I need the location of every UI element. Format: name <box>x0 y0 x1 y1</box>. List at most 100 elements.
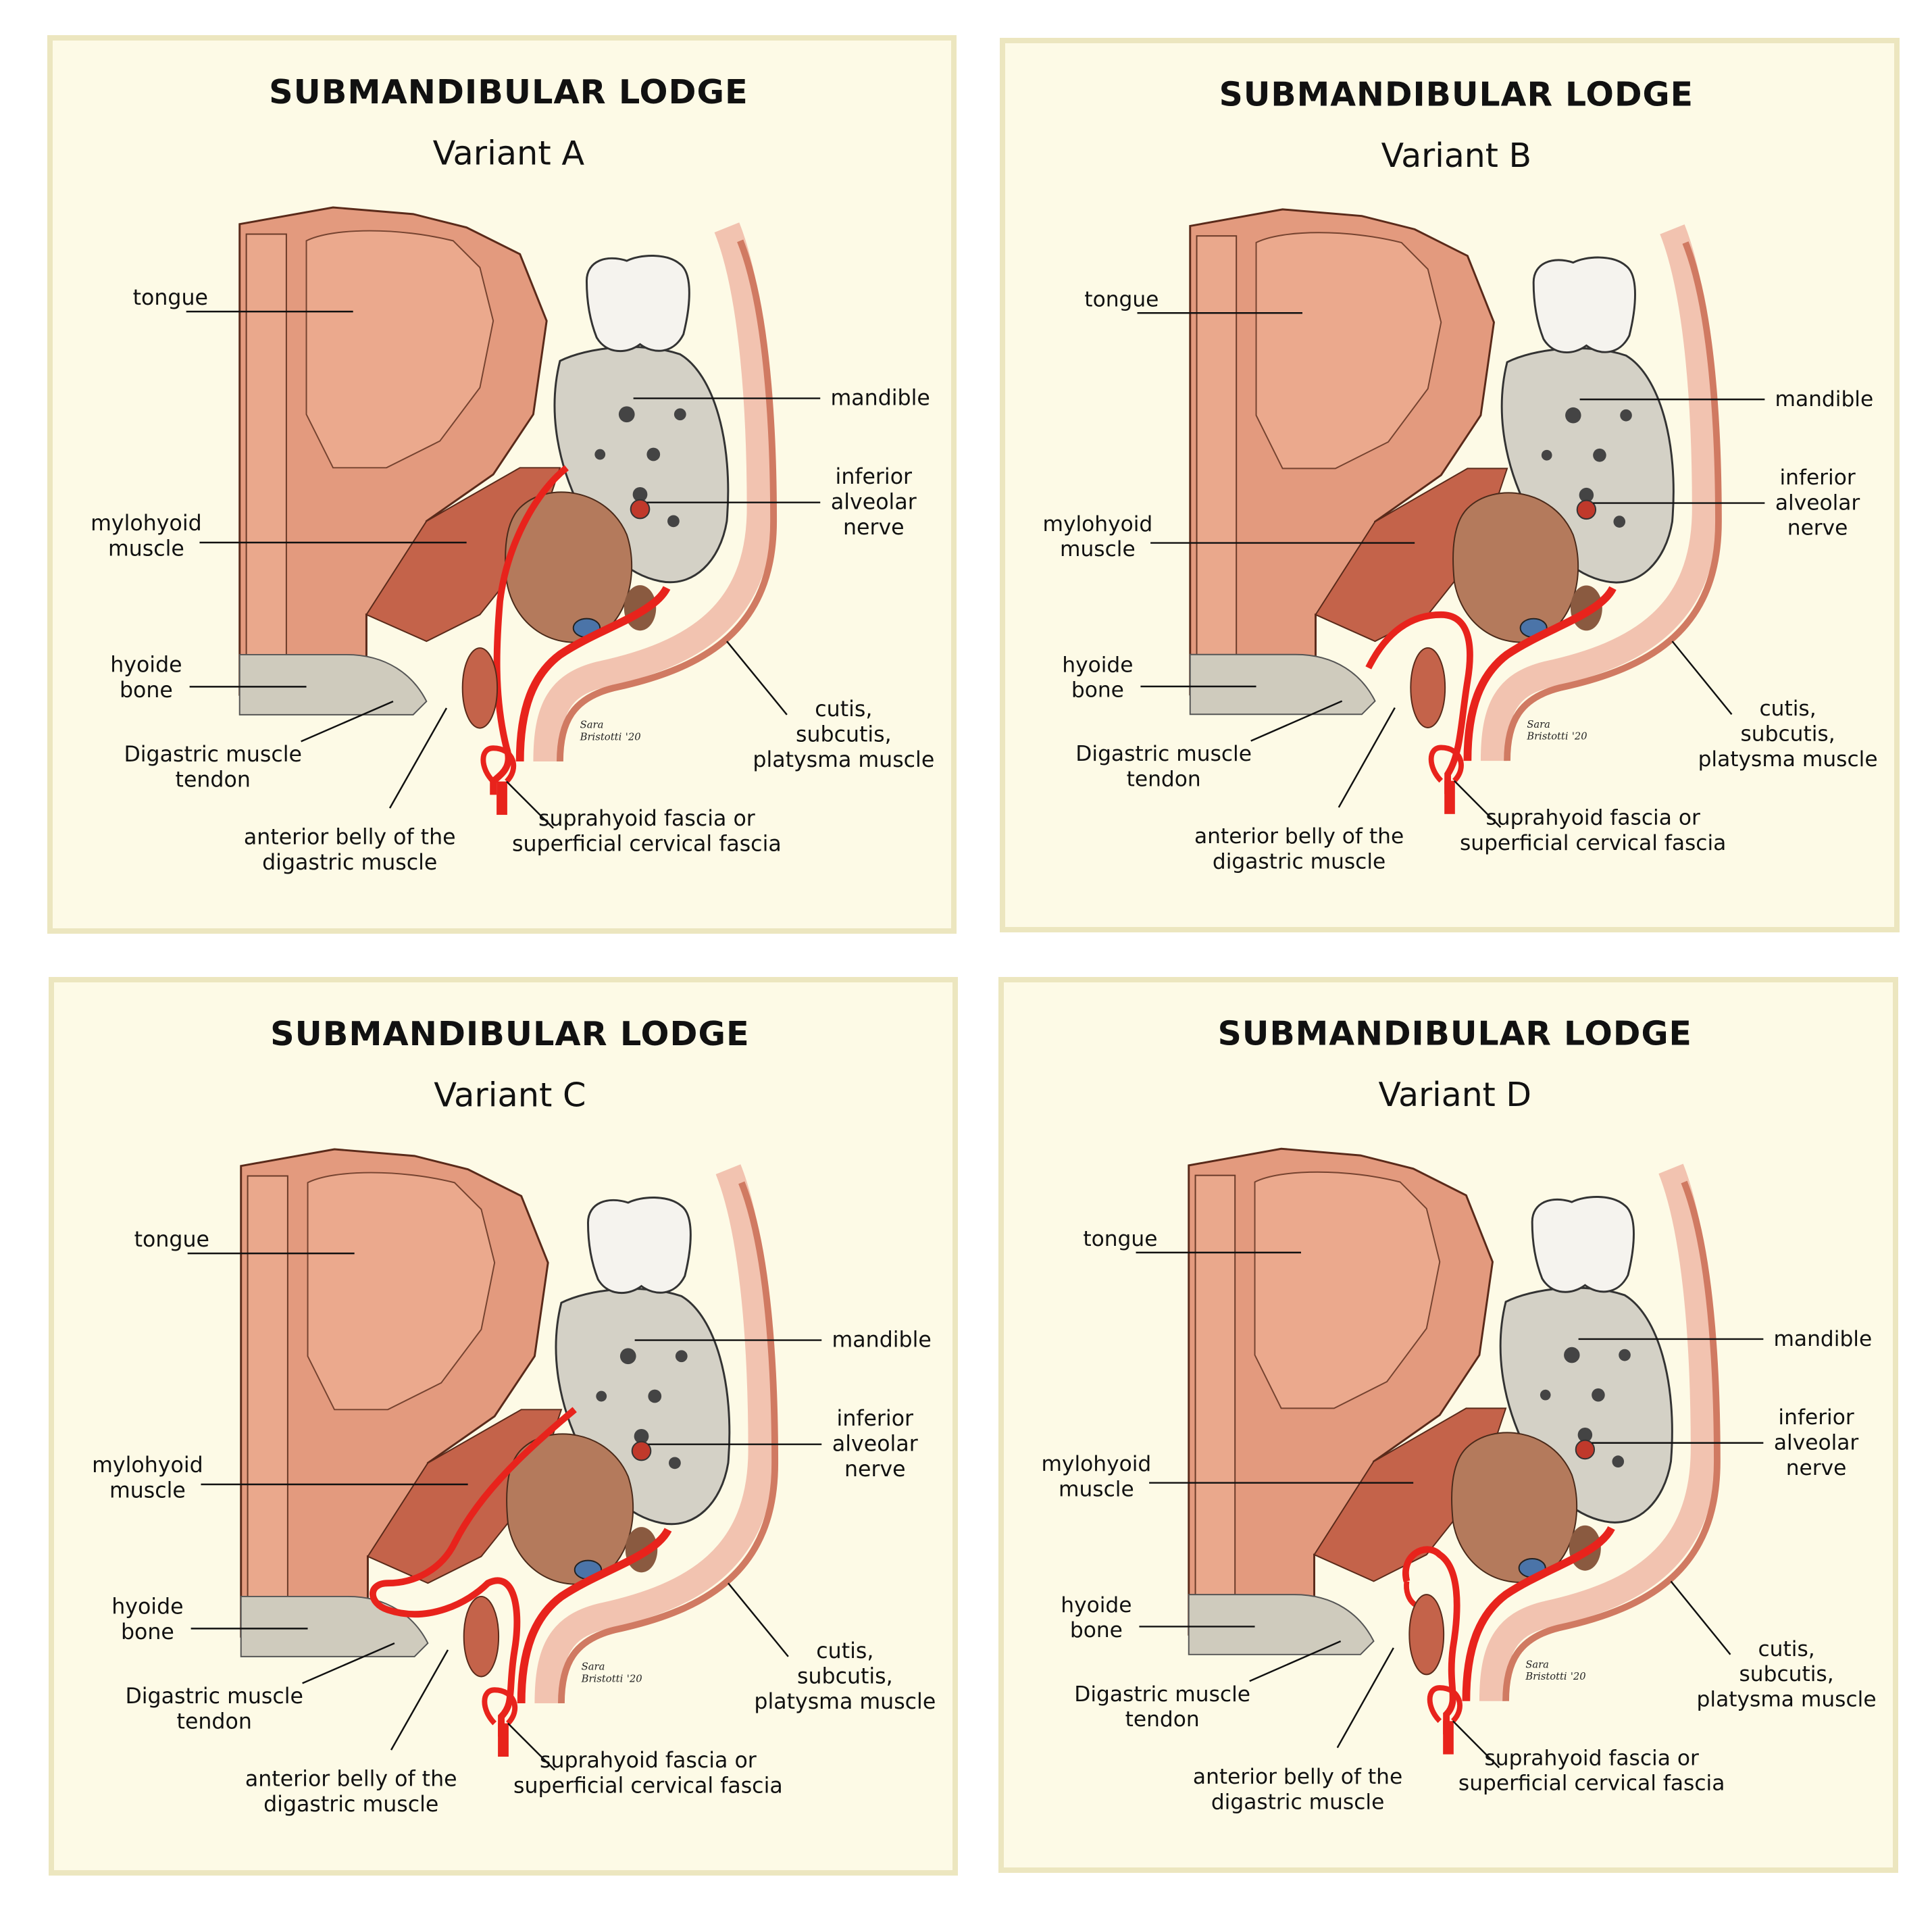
leader-lines <box>186 310 821 829</box>
label-cutis: cutis, <box>1759 697 1816 721</box>
label-cutis-3: platysma muscle <box>1697 1688 1877 1712</box>
panel-title: SUBMANDIBULAR LODGE <box>1219 74 1694 114</box>
variant-label: Variant A <box>433 134 585 173</box>
diagram-variant-d: SUBMANDIBULAR LODGE Variant D Sara Brist… <box>1041 1013 1876 1814</box>
label-digastric-tendon-2: tendon <box>176 768 251 793</box>
label-hyoide: hyoide <box>110 653 182 678</box>
label-digastric-tendon-2: tendon <box>177 1710 252 1734</box>
label-digastric-tendon: Digastric muscle <box>124 743 302 767</box>
label-tongue: tongue <box>134 1228 209 1252</box>
label-suprahyoid-2: superficial cervical fascia <box>513 1774 783 1798</box>
label-ian: inferior <box>1779 466 1855 490</box>
panel-variant-b: SUBMANDIBULAR LODGE Variant B Sara Brist… <box>1000 38 1900 932</box>
label-digastric-tendon: Digastric muscle <box>1075 742 1252 766</box>
label-hyoide-2: bone <box>121 1620 174 1645</box>
label-ian-2: alveolar <box>1774 1430 1859 1455</box>
label-ian-2: alveolar <box>832 1432 918 1457</box>
labels: tongue mylohyoid muscle hyoide bone Diga… <box>92 1228 936 1817</box>
panel-title: SUBMANDIBULAR LODGE <box>269 72 748 111</box>
label-mylohyoid: mylohyoid <box>1042 512 1152 536</box>
label-ian-3: nerve <box>1787 516 1848 541</box>
label-ian-3: nerve <box>1786 1456 1847 1480</box>
leader-lines <box>1136 1251 1764 1769</box>
label-cutis-2: subcutis, <box>1741 722 1835 747</box>
label-anterior-belly-2: digastric muscle <box>1213 849 1386 874</box>
label-cutis-2: subcutis, <box>796 722 892 747</box>
panel-title: SUBMANDIBULAR LODGE <box>1218 1013 1692 1053</box>
artist-signature-year: '20 <box>1572 731 1587 743</box>
label-anterior-belly: anterior belly of the <box>245 1767 457 1792</box>
variant-label: Variant B <box>1381 136 1531 175</box>
anatomy-illustration: Sara Bristotti '20 <box>240 1148 779 1757</box>
label-cutis: cutis, <box>816 1639 873 1663</box>
label-suprahyoid-2: superficial cervical fascia <box>1460 831 1726 855</box>
label-suprahyoid: suprahyoid fascia or <box>540 1749 757 1773</box>
label-cutis: cutis, <box>815 697 872 722</box>
label-suprahyoid-2: superficial cervical fascia <box>512 832 782 856</box>
artist-signature-surname: Bristotti <box>580 731 622 743</box>
label-mandible: mandible <box>832 1328 932 1352</box>
panel-title: SUBMANDIBULAR LODGE <box>270 1014 750 1053</box>
label-hyoide-2: bone <box>120 678 173 703</box>
label-mylohyoid: mylohyoid <box>1041 1452 1151 1476</box>
variant-label: Variant D <box>1379 1075 1531 1114</box>
label-digastric-tendon-2: tendon <box>1127 767 1201 791</box>
label-hyoide: hyoide <box>1062 653 1133 677</box>
label-ian-3: nerve <box>843 516 905 540</box>
label-cutis-2: subcutis, <box>1739 1662 1833 1686</box>
label-suprahyoid: suprahyoid fascia or <box>1486 805 1700 830</box>
anatomy-illustration: Sara Bristotti '20 <box>1188 1147 1721 1755</box>
label-mylohyoid-2: muscle <box>109 1479 186 1503</box>
label-tongue: tongue <box>1083 1227 1157 1251</box>
label-suprahyoid-2: superficial cervical fascia <box>1458 1772 1725 1796</box>
label-hyoide-2: bone <box>1071 678 1124 703</box>
label-ian-3: nerve <box>844 1457 906 1482</box>
label-mandible: mandible <box>1773 1327 1872 1351</box>
artist-signature-year: '20 <box>626 731 641 743</box>
label-hyoide: hyoide <box>1061 1593 1132 1617</box>
label-anterior-belly-2: digastric muscle <box>263 1792 438 1817</box>
label-mandible: mandible <box>1775 387 1873 411</box>
label-ian: inferior <box>1778 1405 1854 1430</box>
label-anterior-belly: anterior belly of the <box>1194 824 1404 849</box>
label-cutis-3: platysma muscle <box>1698 747 1878 772</box>
anatomy-illustration: Sara Bristotti '20 <box>1189 208 1722 814</box>
label-digastric-tendon: Digastric muscle <box>125 1684 303 1709</box>
label-tongue: tongue <box>1084 287 1159 311</box>
diagram-variant-c: SUBMANDIBULAR LODGE Variant C Sara Brist… <box>92 1014 936 1817</box>
label-mylohyoid: mylohyoid <box>91 511 202 536</box>
label-cutis: cutis, <box>1758 1637 1814 1661</box>
label-tongue: tongue <box>133 286 208 310</box>
panel-variant-c: SUBMANDIBULAR LODGE Variant C Sara Brist… <box>49 977 958 1876</box>
label-ian-2: alveolar <box>831 491 917 515</box>
label-anterior-belly: anterior belly of the <box>1193 1765 1402 1789</box>
label-mylohyoid-2: muscle <box>1059 1477 1134 1501</box>
label-hyoide-2: bone <box>1070 1618 1123 1642</box>
artist-signature-year: '20 <box>1571 1671 1586 1682</box>
label-anterior-belly-2: digastric muscle <box>1211 1790 1385 1814</box>
labels: tongue mylohyoid muscle hyoide bone Diga… <box>91 286 934 875</box>
label-mylohyoid: mylohyoid <box>92 1453 203 1478</box>
artist-signature: Sara <box>580 720 604 731</box>
label-cutis-2: subcutis, <box>797 1664 893 1688</box>
panel-variant-a: SUBMANDIBULAR LODGE Variant A Sara Brist… <box>47 35 957 934</box>
label-cutis-3: platysma muscle <box>754 1690 936 1714</box>
leader-lines <box>187 1252 822 1771</box>
label-mandible: mandible <box>831 386 930 410</box>
label-ian-2: alveolar <box>1775 491 1860 515</box>
label-digastric-tendon-2: tendon <box>1125 1707 1200 1732</box>
labels: tongue mylohyoid muscle hyoide bone Diga… <box>1041 1227 1876 1814</box>
variant-label: Variant C <box>434 1076 586 1115</box>
artist-signature-surname: Bristotti <box>1525 1671 1567 1682</box>
label-suprahyoid: suprahyoid fascia or <box>538 807 755 831</box>
artist-signature: Sara <box>1527 719 1550 730</box>
artist-signature-surname: Bristotti <box>1526 731 1568 743</box>
artist-signature-year: '20 <box>627 1673 642 1684</box>
diagram-variant-a: SUBMANDIBULAR LODGE Variant A Sara Brist… <box>91 72 934 875</box>
label-suprahyoid: suprahyoid fascia or <box>1484 1746 1698 1770</box>
label-ian: inferior <box>836 465 913 489</box>
anatomy-illustration: Sara Bristotti '20 <box>238 206 778 815</box>
diagram-variant-b: SUBMANDIBULAR LODGE Variant B Sara Brist… <box>1042 74 1878 874</box>
label-anterior-belly-2: digastric muscle <box>262 851 437 875</box>
label-mylohyoid-2: muscle <box>1060 537 1136 561</box>
